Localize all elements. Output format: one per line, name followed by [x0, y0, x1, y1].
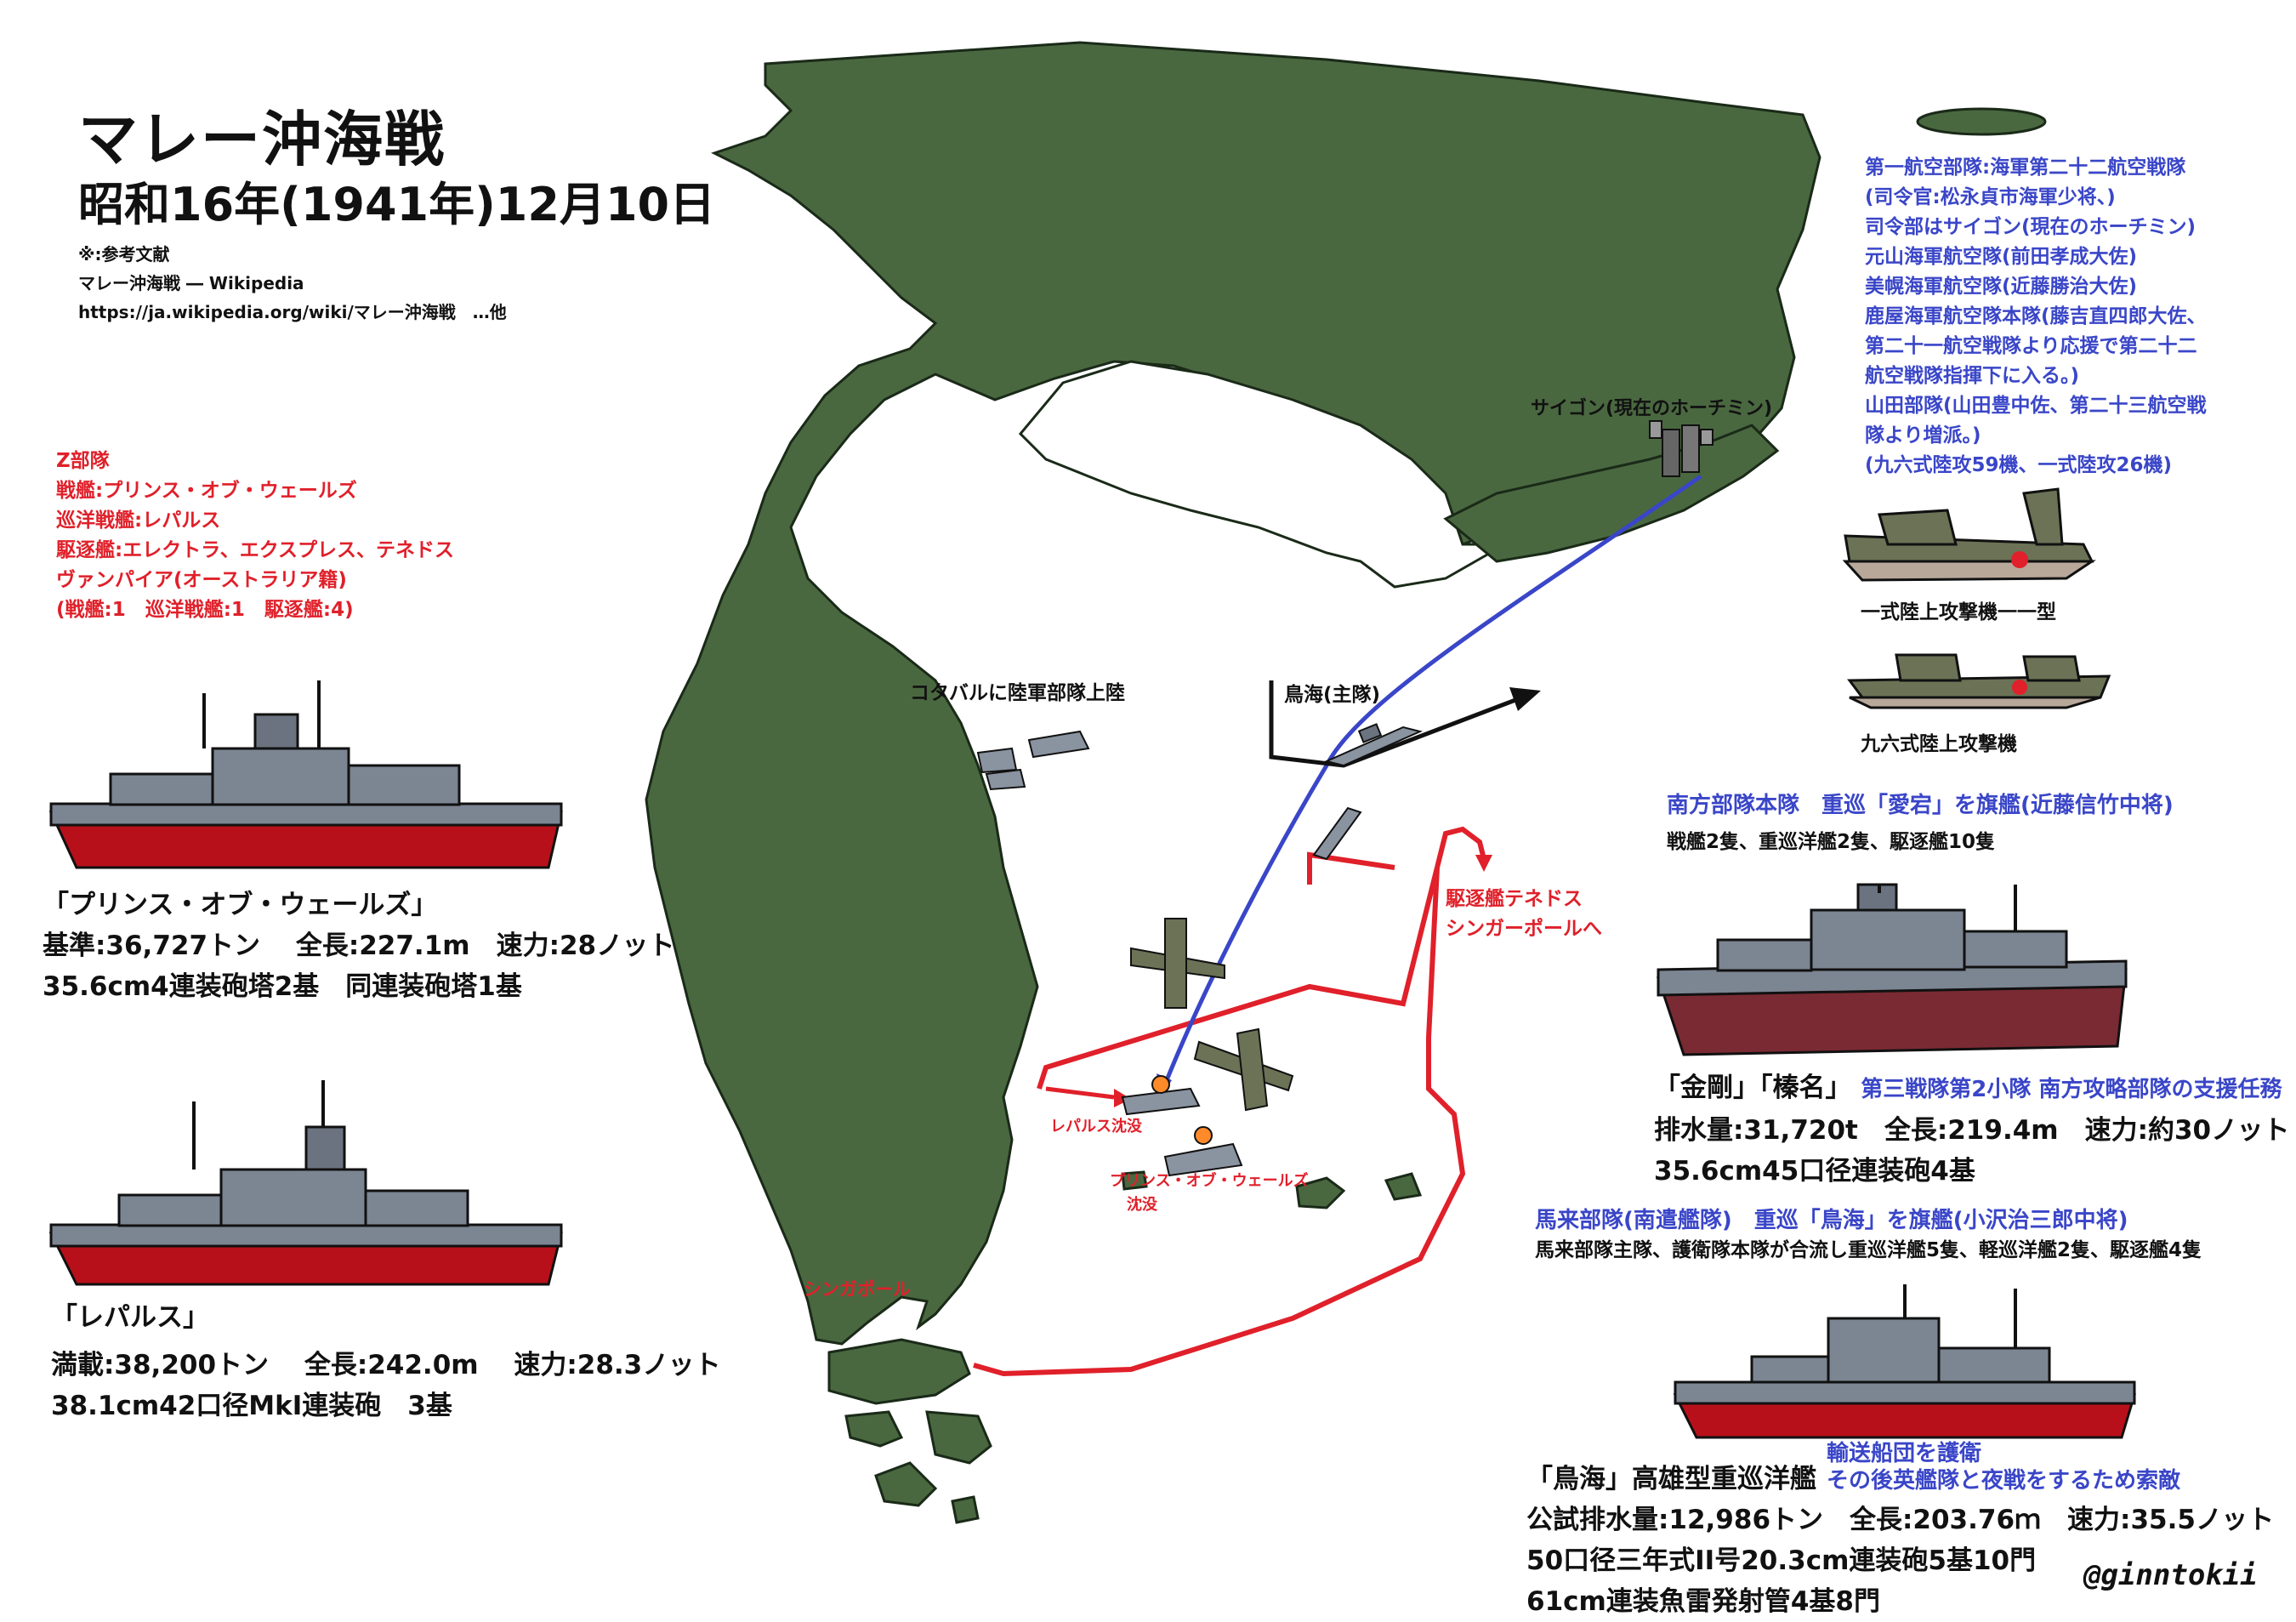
- chokai-main-label: 鳥海(主隊): [1284, 684, 1381, 706]
- chokai-notes: 輸送船団を護衛 その後英艦隊と夜戦をするため索敵: [1827, 1440, 2180, 1494]
- g4m-label: 一式陸上攻撃機一一型: [1861, 601, 2056, 623]
- kongo-spec: 35.6cm45口径連装砲4基: [1654, 1156, 1975, 1187]
- repulse-illustration: [48, 1080, 563, 1286]
- g4m-bomber-illustration: [1842, 487, 2096, 582]
- air-fleet-line: 鹿屋海軍航空隊本隊(藤吉直四郎大佐、: [1865, 305, 2207, 327]
- air-fleet-line: 山田部隊(山田豊中佐、第二十三航空戦: [1865, 395, 2207, 417]
- singapore-label: シンガポール: [804, 1279, 911, 1300]
- kota-bharu-ships-icon: [976, 730, 1090, 791]
- attacking-plane-icon-2: [1193, 1027, 1294, 1112]
- page-title: マレー沖海戦: [78, 105, 446, 174]
- air-fleet-line: 美幌海軍航空隊(近藤勝治大佐): [1865, 276, 2138, 298]
- riau-island-2: [925, 1410, 992, 1465]
- air-fleet-line: 第一航空部隊:海軍第二十二航空戦隊: [1865, 157, 2186, 179]
- chokai-ship-icon: [1323, 723, 1424, 767]
- chokai-block: 「鳥海」高雄型重巡洋艦 公試排水量:12,986トン 全長:203.76ｍ 速力…: [1526, 1459, 2274, 1622]
- southern-force-detail: 戦艦2隻、重巡洋艦2隻、駆逐艦10隻: [1667, 831, 1996, 853]
- reference-url: https://ja.wikipedia.org/wiki/マレー沖海戦 …他: [78, 302, 507, 322]
- kongo-spec: 排水量:31,720t 全長:219.4m 速力:約30ノット: [1654, 1115, 2290, 1146]
- air-fleet-line: 司令部はサイゴン(現在のホーチミン): [1865, 216, 2197, 238]
- reference-source: マレー沖海戦 ― Wikipedia: [78, 273, 304, 293]
- z-force-line: (戦艦:1 巡洋戦艦:1 駆逐艦:4): [56, 599, 354, 621]
- repulse-block: 「レパルス」 満載:38,200トン 全長:242.0m 速力:28.3ノット …: [51, 1297, 721, 1426]
- z-force-block: Z部隊 戦艦:プリンス・オブ・ウェールズ 巡洋戦艦:レパルス 駆逐艦:エレクトラ…: [56, 447, 454, 625]
- prince-of-wales-block: 「プリンス・オブ・ウェールズ」 基準:36,727トン 全長:227.1m 速力…: [43, 885, 675, 1007]
- air-fleet-line: 航空戦隊指揮下に入る。): [1865, 365, 2080, 387]
- tenedos-loop-arrow: [1435, 826, 1486, 868]
- z-force-line: 戦艦:プリンス・オブ・ウェールズ: [56, 480, 357, 502]
- air-fleet-line: 元山海軍航空隊(前田孝成大佐): [1865, 246, 2138, 268]
- hainan-island: [1916, 107, 2047, 136]
- kota-bharu-label: コタバルに陸軍部隊上陸: [910, 682, 1125, 704]
- riau-island-1: [844, 1410, 904, 1448]
- z-force-route: [973, 867, 1466, 1377]
- z-force-line: Z部隊: [56, 450, 110, 472]
- tenedos-label: 駆逐艦テネドス シンガーポールへ: [1446, 885, 1602, 944]
- page-subtitle: 昭和16年(1941年)12月10日: [78, 178, 716, 231]
- air-fleet-line: (司令官:松永貞市海軍少将、): [1865, 186, 2116, 208]
- pow-sinking-icon: [1163, 1126, 1243, 1177]
- repulse-spec: 38.1cm42口径MkI連装砲 3基: [51, 1391, 452, 1421]
- prince-of-wales-illustration: [48, 680, 563, 869]
- pow-sunk-label-line: プリンス・オブ・ウェールズ: [1110, 1172, 1309, 1190]
- air-fleet-block: 第一航空部隊:海軍第二十二航空戦隊 (司令官:松永貞市海軍少将、) 司令部はサイ…: [1865, 153, 2207, 481]
- repulse-spec: 満載:38,200トン 全長:242.0m 速力:28.3ノット: [51, 1350, 721, 1380]
- anambas-island-2: [1295, 1176, 1346, 1209]
- pow-spec: 基準:36,727トン 全長:227.1m 速力:28ノット: [43, 931, 675, 961]
- tenedos-label-line: シンガーポールへ: [1446, 918, 1602, 940]
- kongo-illustration: [1656, 883, 2128, 1056]
- chokai-note: 輸送船団を護衛: [1827, 1441, 1982, 1466]
- malay-force-header: 馬来部隊(南遣艦隊) 重巡「鳥海」を旗艦(小沢治三郎中将): [1535, 1208, 2128, 1233]
- kongo-role: 第三戦隊第2小隊 南方攻略部隊の支援任務: [1861, 1077, 2282, 1102]
- reference-heading: ※:参考文献: [78, 244, 170, 265]
- air-fleet-line: 隊より増派。): [1865, 424, 1981, 447]
- pow-name: 「プリンス・オブ・ウェールズ」: [43, 890, 438, 920]
- reference-block: ※:参考文献 マレー沖海戦 ― Wikipedia https://ja.wik…: [78, 240, 507, 327]
- tenedos-route: [1307, 851, 1395, 885]
- chokai-route: [1269, 680, 1523, 768]
- chokai-note: その後英艦隊と夜戦をするため索敵: [1827, 1468, 2181, 1494]
- air-fleet-line: (九六式陸攻59機、一式陸攻26機): [1865, 454, 2173, 476]
- gulf-of-thailand: [1018, 360, 1510, 589]
- kongo-name: 「金剛」「榛名」: [1654, 1073, 1852, 1103]
- attack-arrow-red: [1045, 1086, 1115, 1100]
- repulse-name: 「レパルス」: [51, 1302, 209, 1333]
- anambas-island-1: [1121, 1170, 1148, 1191]
- anambas-island-3: [1384, 1172, 1423, 1201]
- pow-sunk-label-line: 沈没: [1127, 1196, 1157, 1214]
- author-credit: @ginntokii: [2083, 1558, 2258, 1592]
- z-force-line: 巡洋戦艦:レパルス: [56, 509, 221, 532]
- saigon-label: サイゴン(現在のホーチミン): [1531, 398, 1773, 419]
- g3m-bomber-illustration: [1847, 653, 2111, 709]
- pow-sunk-label: プリンス・オブ・ウェールズ 沈没: [1110, 1170, 1309, 1217]
- chokai-name: 「鳥海」高雄型重巡洋艦: [1526, 1464, 1816, 1494]
- attacking-plane-icon-1: [1130, 918, 1225, 1009]
- tenedos-ship-icon: [1312, 806, 1362, 861]
- riau-island-3: [874, 1461, 938, 1507]
- chokai-arrowhead: [1509, 687, 1541, 711]
- pow-spec: 35.6cm4連装砲塔2基 同連装砲塔1基: [43, 971, 522, 1002]
- kongo-block: 「金剛」「榛名」 第三戦隊第2小隊 南方攻略部隊の支援任務 排水量:31,720…: [1654, 1067, 2290, 1192]
- repulse-sinking-icon: [1121, 1075, 1201, 1116]
- g3m-label: 九六式陸上攻撃機: [1861, 733, 2017, 755]
- malay-force-block: 馬来部隊(南遣艦隊) 重巡「鳥海」を旗艦(小沢治三郎中将) 馬来部隊主隊、護衛隊…: [1535, 1206, 2202, 1266]
- chokai-spec: 61cm連装魚雷発射管4基8門: [1526, 1586, 1880, 1617]
- southern-force-header: 南方部隊本隊 重巡「愛宕」を旗艦(近藤信竹中将): [1667, 793, 2174, 818]
- malay-force-detail: 馬来部隊主隊、護衛隊本隊が合流し重巡洋艦5隻、軽巡洋艦2隻、駆逐艦4隻: [1535, 1239, 2202, 1261]
- chokai-illustration: [1673, 1284, 2137, 1439]
- southern-force-block: 南方部隊本隊 重巡「愛宕」を旗艦(近藤信竹中将) 戦艦2隻、重巡洋艦2隻、駆逐艦…: [1667, 791, 2174, 857]
- z-force-line: 駆逐艦:エレクトラ、エクスプレス、テネドス: [56, 539, 455, 561]
- singapore-island: [827, 1338, 971, 1405]
- chokai-spec: 50口径三年式II号20.3cm連装砲5基10門: [1526, 1545, 2037, 1576]
- air-fleet-line: 第二十一航空戦隊より応援で第二十二: [1865, 335, 2197, 357]
- saigon-airfield-icon: [1649, 420, 1713, 477]
- tenedos-arrowhead: [1475, 855, 1492, 872]
- repulse-sunk-label: レパルス沈没: [1050, 1118, 1142, 1135]
- riau-island-4: [951, 1495, 980, 1524]
- z-force-line: ヴァンパイア(オーストラリア籍): [56, 569, 347, 591]
- tenedos-label-line: 駆逐艦テネドス: [1446, 888, 1583, 910]
- chokai-spec: 公試排水量:12,986トン 全長:203.76ｍ 速力:35.5ノット: [1526, 1505, 2275, 1535]
